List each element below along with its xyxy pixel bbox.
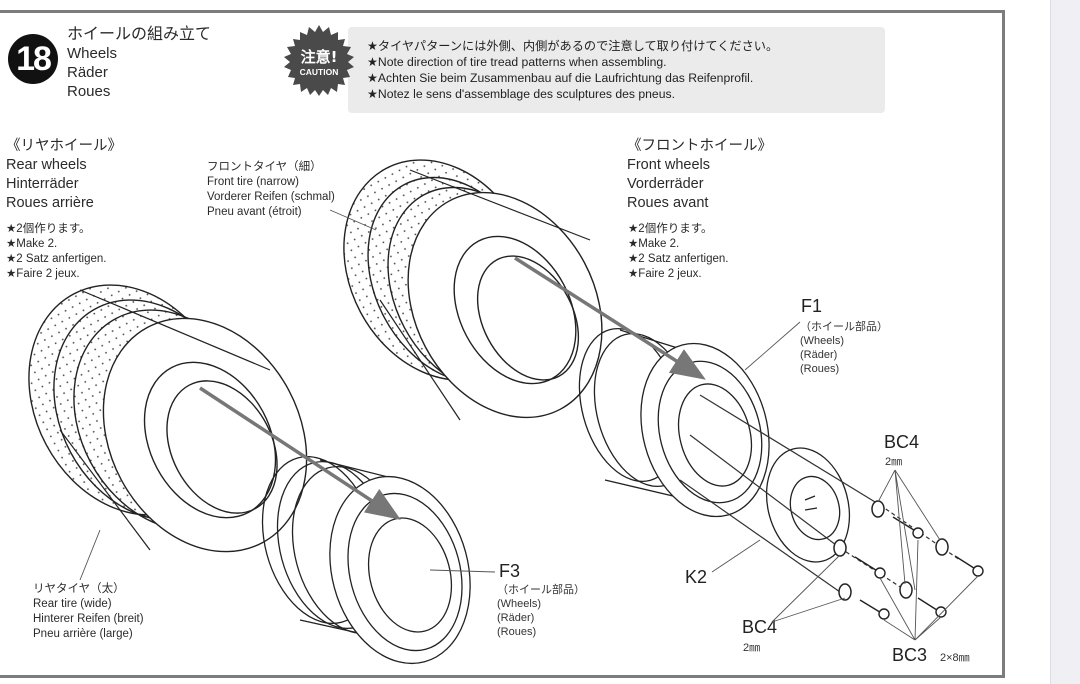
leader-lines — [79, 209, 979, 641]
part-bc4-bottom-size: 2㎜ — [743, 642, 761, 654]
step-title-en: Wheels — [67, 45, 118, 62]
caution-box — [348, 27, 885, 113]
part-f3-jp: （ホイール部品） — [497, 584, 585, 596]
rear-wheels-notes: ★2個作ります。 ★Make 2. ★2 Satz anfertigen. ★F… — [6, 222, 106, 282]
front-wheels-heading-en: Front wheels — [627, 157, 711, 173]
part-bc3-size: 2×8㎜ — [940, 652, 970, 664]
front-assembly-arrow — [514, 256, 706, 380]
rear-note-fr: ★Faire 2 jeux. — [6, 268, 80, 280]
part-f1-desc: （ホイール部品） (Wheels) (Räder) (Roues) — [800, 320, 888, 376]
caution-text: ★タイヤパターンには外側、内側があるので注意して取り付けてください。 ★Note… — [367, 38, 778, 102]
part-f3-en: (Wheels) — [497, 598, 542, 610]
caution-line-jp: ★タイヤパターンには外側、内側があるので注意して取り付けてください。 — [367, 39, 779, 53]
rear-note-de: ★2 Satz anfertigen. — [6, 253, 107, 265]
screws-bc3 — [854, 516, 984, 620]
part-bc4-top-code: BC4 — [884, 432, 920, 452]
hub-k2-drawing — [765, 447, 851, 563]
step-title-jp: ホイールの組み立て — [67, 26, 212, 43]
part-f1-de: (Räder) — [800, 349, 838, 361]
part-bc4-bottom-code: BC4 — [742, 617, 778, 637]
caution-line-de: ★Achten Sie beim Zusammenbau auf die Lau… — [367, 71, 754, 85]
rear-tire-label-jp: リヤタイヤ（太） — [33, 583, 125, 595]
rear-tire-label: リヤタイヤ（太） Rear tire (wide) Hinterer Reife… — [33, 582, 144, 642]
part-f1-fr: (Roues) — [800, 363, 840, 375]
front-tire-label-en: Front tire (narrow) — [207, 176, 300, 188]
front-wheels-heading-fr: Roues avant — [627, 195, 709, 211]
front-tire-label-jp: フロントタイヤ（細） — [207, 161, 322, 173]
caution-badge-en: CAUTION — [300, 67, 339, 77]
front-wheel-f1-drawing — [578, 327, 770, 518]
rear-wheels-heading-fr: Roues arrière — [6, 195, 94, 211]
page-gutter — [1050, 0, 1080, 684]
front-note-fr: ★Faire 2 jeux. — [628, 268, 702, 280]
front-note-de: ★2 Satz anfertigen. — [628, 253, 729, 265]
instruction-frame — [0, 10, 1005, 678]
rear-tire-label-en: Rear tire (wide) — [33, 598, 112, 610]
rear-note-en: ★Make 2. — [6, 238, 58, 250]
caution-line-en: ★Note direction of tire tread patterns w… — [367, 55, 667, 69]
part-bc4-top-size: 2㎜ — [885, 456, 903, 468]
part-f3-fr: (Roues) — [497, 626, 537, 638]
front-wheels-notes: ★2個作ります。 ★Make 2. ★2 Satz anfertigen. ★F… — [628, 222, 728, 282]
step-title-de: Räder — [67, 64, 108, 81]
part-f1-jp: （ホイール部品） — [800, 321, 888, 333]
part-bc3-code: BC3 — [892, 645, 928, 665]
part-f1-code: F1 — [801, 296, 823, 316]
rear-wheels-heading-en: Rear wheels — [6, 157, 87, 173]
step-number-badge: 18 — [8, 34, 58, 84]
washers-bc4 — [833, 500, 949, 601]
part-f3-de: (Räder) — [497, 612, 535, 624]
rear-tire-drawing — [28, 284, 308, 553]
part-f3-desc: （ホイール部品） (Wheels) (Räder) (Roues) — [497, 583, 585, 639]
rear-note-jp: ★2個作ります。 — [6, 223, 91, 235]
front-tire-label: フロントタイヤ（細） Front tire (narrow) Vorderer … — [207, 160, 335, 220]
caution-icon: 注意! CAUTION — [284, 25, 354, 96]
rear-wheels-heading-de: Hinterräder — [6, 176, 79, 192]
front-tire-label-de: Vorderer Reifen (schmal) — [207, 191, 335, 203]
rear-wheels-heading: 《リヤホイール》 Rear wheels Hinterräder Roues a… — [6, 137, 122, 213]
front-tire-label-fr: Pneu avant (étroit) — [207, 206, 302, 218]
caution-badge-jp: 注意! — [301, 48, 338, 66]
part-f1-en: (Wheels) — [800, 335, 845, 347]
caution-line-fr: ★Notez le sens d'assemblage des sculptur… — [367, 87, 675, 101]
rear-tire-label-fr: Pneu arrière (large) — [33, 628, 133, 640]
part-k2-code: K2 — [685, 567, 708, 587]
step-title: ホイールの組み立て Wheels Räder Roues — [67, 25, 211, 101]
front-wheels-heading: 《フロントホイール》 Front wheels Vorderräder Roue… — [627, 137, 772, 213]
rear-assembly-arrow — [199, 386, 401, 520]
front-wheels-heading-jp: 《フロントホイール》 — [627, 138, 772, 154]
front-note-en: ★Make 2. — [628, 238, 680, 250]
rear-wheels-heading-jp: 《リヤホイール》 — [6, 138, 122, 154]
front-wheels-heading-de: Vorderräder — [627, 176, 704, 192]
step-title-fr: Roues — [67, 83, 111, 100]
part-f3-code: F3 — [499, 561, 521, 581]
front-note-jp: ★2個作ります。 — [628, 223, 713, 235]
rear-tire-label-de: Hinterer Reifen (breit) — [33, 613, 144, 625]
front-tire-drawing — [343, 159, 603, 421]
